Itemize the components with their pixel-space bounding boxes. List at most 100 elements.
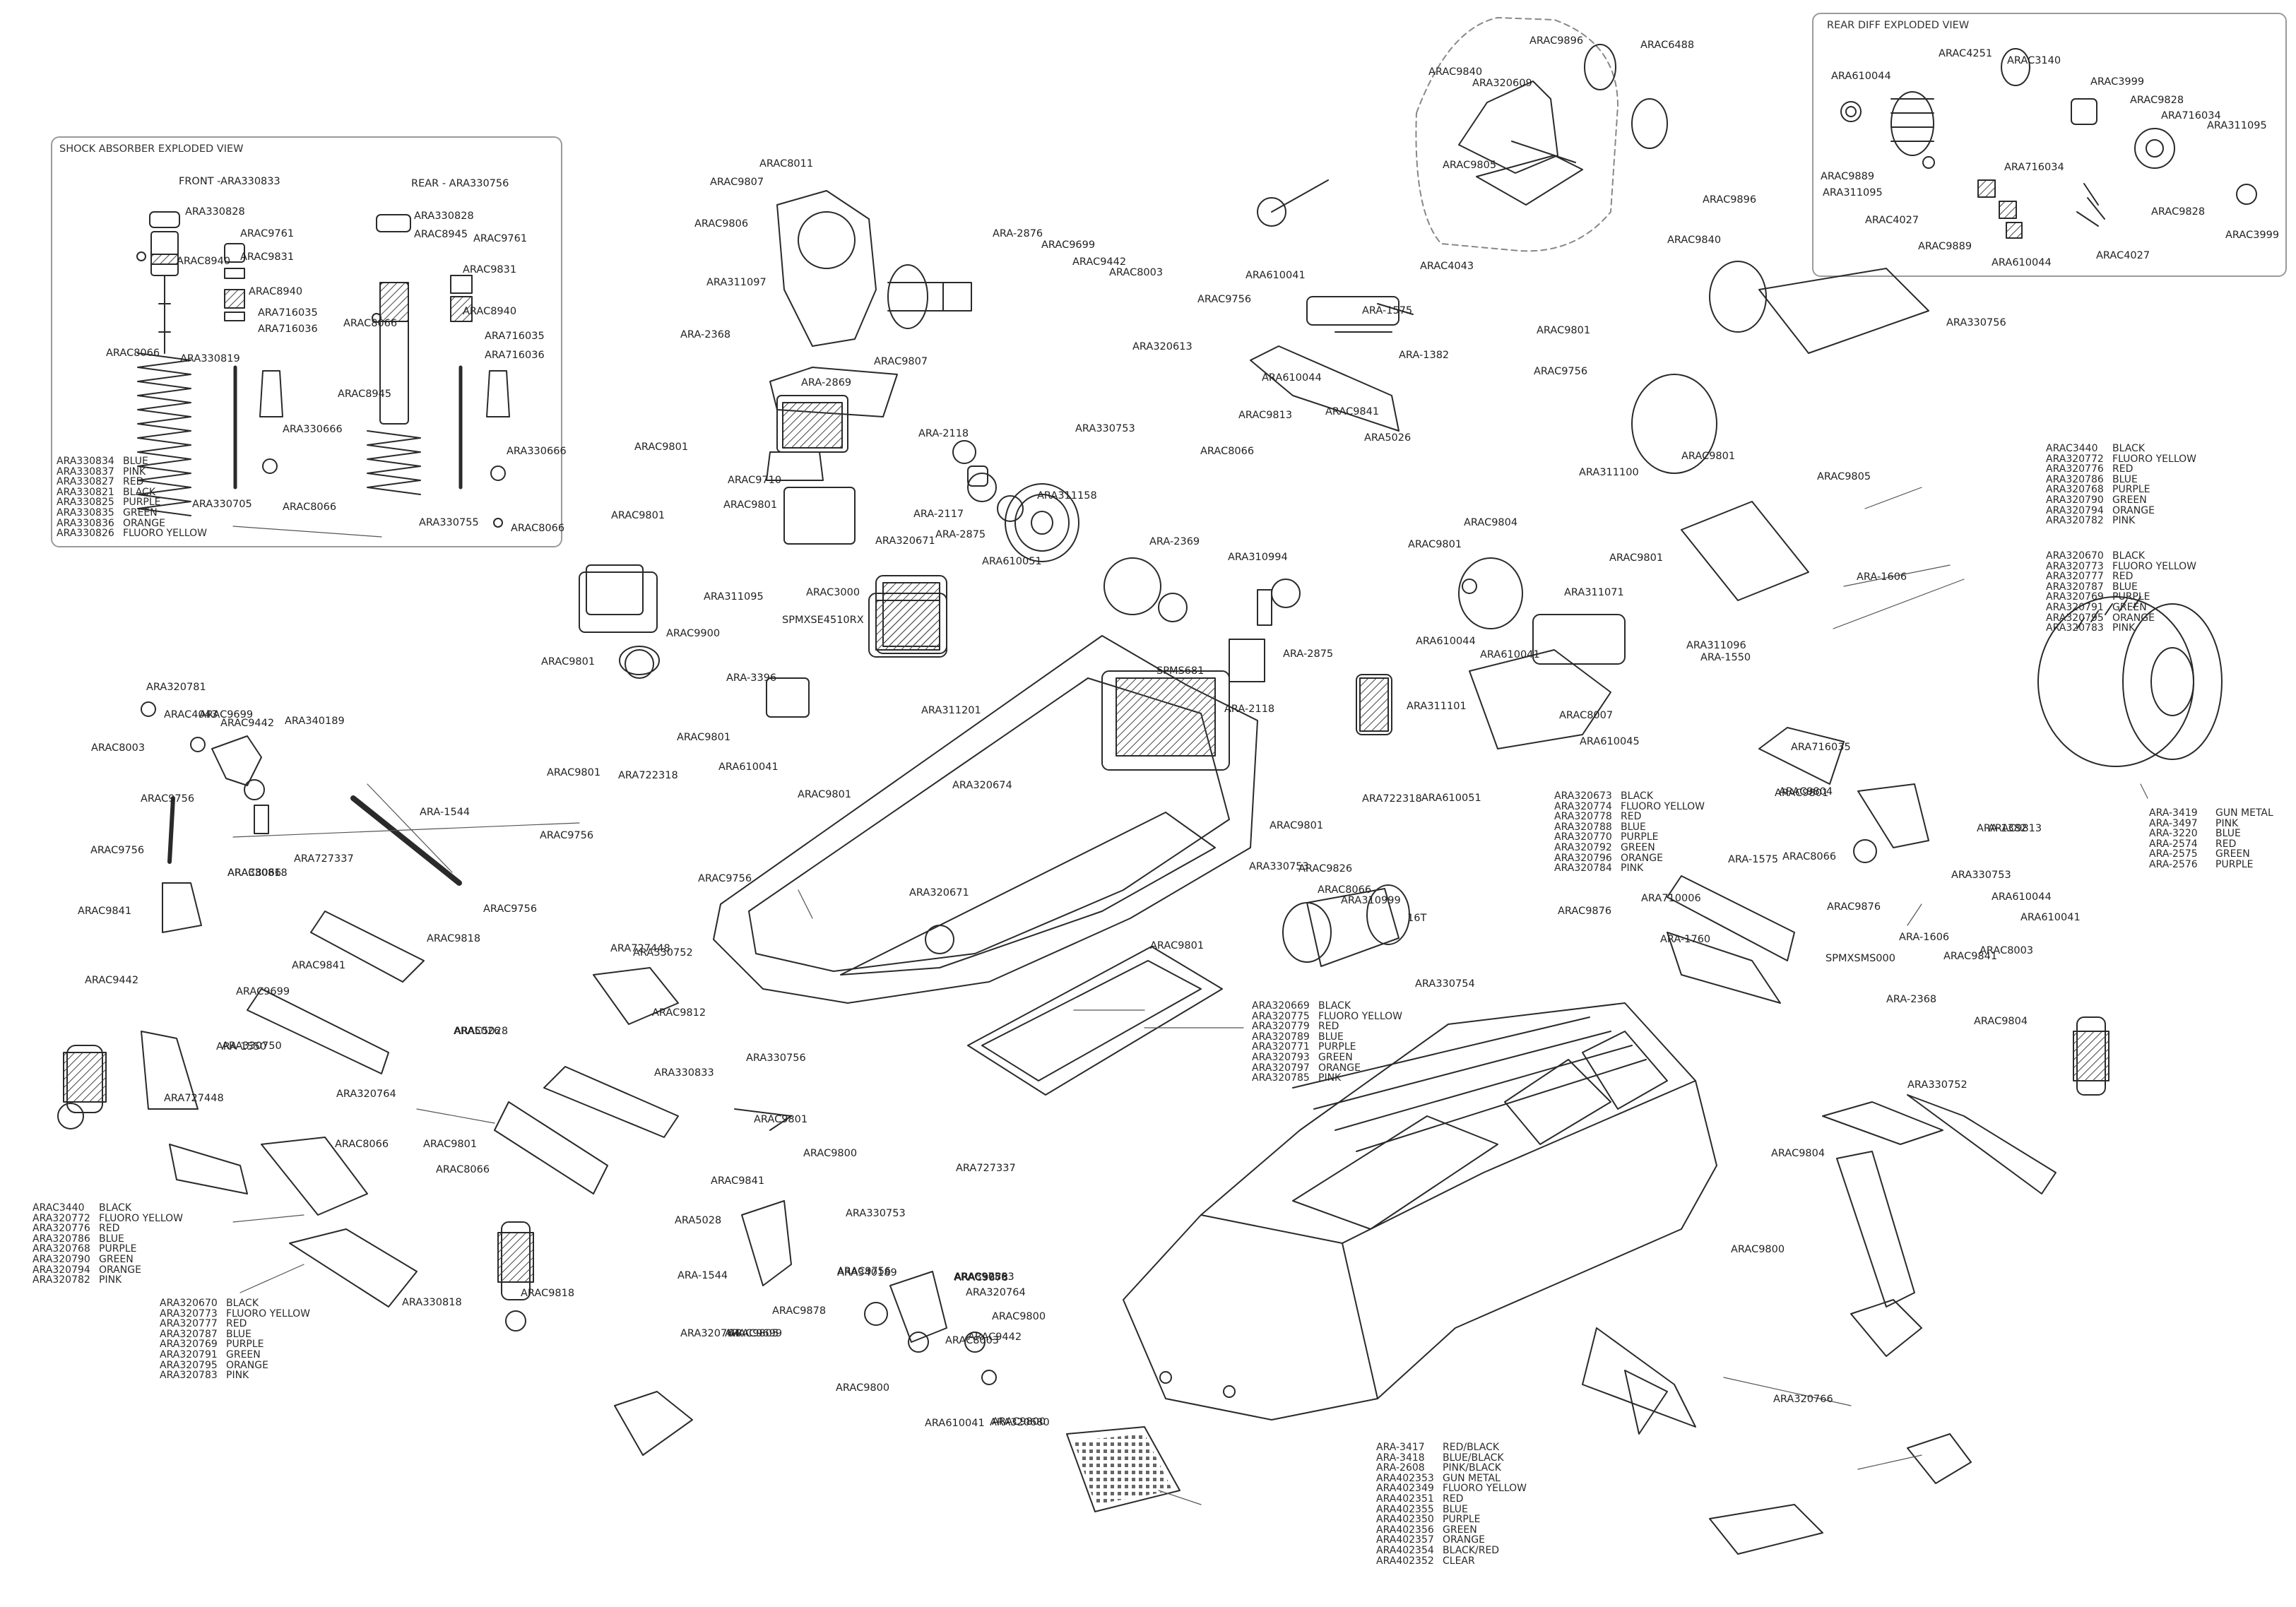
part-label: ARAC8066 [106,348,160,359]
part-label: ARAC9805 [725,1328,779,1339]
color-name: BLUE/BLACK [1443,1452,1504,1464]
part-code: ARA320786 [32,1233,90,1245]
color-name: RED [99,1223,120,1235]
part-label: ARAC9756 [698,873,752,884]
part-label: ARA330818 [227,867,288,879]
part-label: ARA-2368 [1886,994,1937,1005]
part-code: ARA330827 [57,476,114,488]
part-label: ARA716035 [485,331,545,342]
part-label: ARA-1760 [1660,934,1711,945]
part-code: ARA320797 [1252,1062,1310,1074]
color-name: FLUORO YELLOW [1318,1010,1402,1022]
part-label: ARAC9800 [992,1311,1046,1322]
part-label: ARAC9801 [754,1114,808,1125]
part-label: ARA716035 [1791,742,1851,753]
color-name: GREEN [99,1253,134,1265]
part-code: ARA330821 [57,486,114,498]
color-name: PURPLE [2112,484,2150,496]
part-label: ARAC9818 [521,1288,575,1299]
color-name: FLUORO YELLOW [99,1212,183,1224]
part-code: ARA320775 [1252,1010,1310,1022]
color-name: BLUE [1621,821,1646,833]
part-label: ARA330666 [507,446,567,457]
part-label: ARAC9801 [723,499,778,511]
part-code: ARA320669 [1252,1000,1310,1012]
part-label: ARA311071 [1564,587,1624,598]
part-label: ARA-1382 [1399,350,1450,361]
part-label: ARA-1575 [1362,305,1413,316]
part-label: ARAC9800 [1731,1244,1785,1255]
part-code: ARA-3418 [1376,1452,1425,1464]
part-label: ARA727337 [294,853,354,865]
part-code: ARA320776 [32,1223,90,1235]
part-label: ARAC9813 [1988,823,2042,834]
part-code: ARAC3440 [2046,443,2098,454]
color-name: BLACK/RED [1443,1544,1500,1556]
color-name: RED [2112,571,2134,583]
part-code: ARA320785 [1252,1072,1310,1084]
part-label: ARAC8066 [436,1164,490,1175]
part-code: ARA320794 [2046,504,2104,516]
part-label: ARAC8945 [414,229,468,240]
part-label: ARA716036 [485,350,545,361]
part-code: ARA320779 [1252,1021,1310,1033]
part-label: ARA320674 [952,780,1012,791]
part-label: ARAC9756 [540,830,594,841]
part-label: ARA311095 [1823,187,1883,198]
part-code: ARA320670 [2046,550,2104,562]
color-name: GREEN [2112,601,2147,613]
part-label: ARA610044 [1992,891,2052,903]
part-label: ARAC9805 [1443,160,1497,171]
part-label: ARA716035 [258,307,318,319]
part-label: ARAC9896 [1529,35,1584,47]
part-label: ARA-1550 [216,1041,267,1052]
part-label: ARAC9801 [1681,451,1736,462]
front-hub-suspension-cluster [1415,17,1668,252]
part-label: ARA716034 [2004,162,2064,173]
part-label: ARA330756 [1946,317,2006,328]
part-label: ARA610051 [1421,793,1481,804]
part-label: ARAC8007 [1559,710,1614,721]
color-name: PINK [1621,862,1644,874]
part-label: ARAC9801 [1775,788,1829,799]
color-name: ORANGE [1443,1534,1485,1546]
part-label: ARA727448 [610,943,670,954]
part-label: ARAC9442 [1072,256,1127,268]
part-label: ARA-2875 [935,529,986,540]
part-code: ARA320670 [160,1298,218,1309]
part-label: ARA-1382 [1977,823,2028,834]
color-name: ORANGE [2112,612,2155,624]
color-name: PURPLE [1443,1514,1481,1526]
part-label: ARAC9756 [954,1271,1008,1283]
part-label: ARA-1544 [677,1270,728,1281]
color-name: PINK [2215,817,2239,829]
part-label: ARAC9831 [463,264,517,275]
part-label: ARAC9756 [483,903,538,915]
part-label: ARAC9889 [1821,171,1875,182]
color-name: ORANGE [99,1264,141,1276]
color-name: BLUE [226,1328,252,1340]
color-name: RED [1621,811,1642,823]
part-label: ARAC9801 [1609,552,1664,564]
color-name: FLUORO YELLOW [1443,1483,1527,1495]
part-code: ARA320784 [1554,862,1612,874]
part-label: ARAC9813 [1238,410,1293,421]
body-shell [1123,1002,1717,1421]
color-name: BLUE [123,456,148,467]
part-label: ARAC9876 [1558,906,1612,917]
part-label: ARAC4027 [1865,215,1919,226]
